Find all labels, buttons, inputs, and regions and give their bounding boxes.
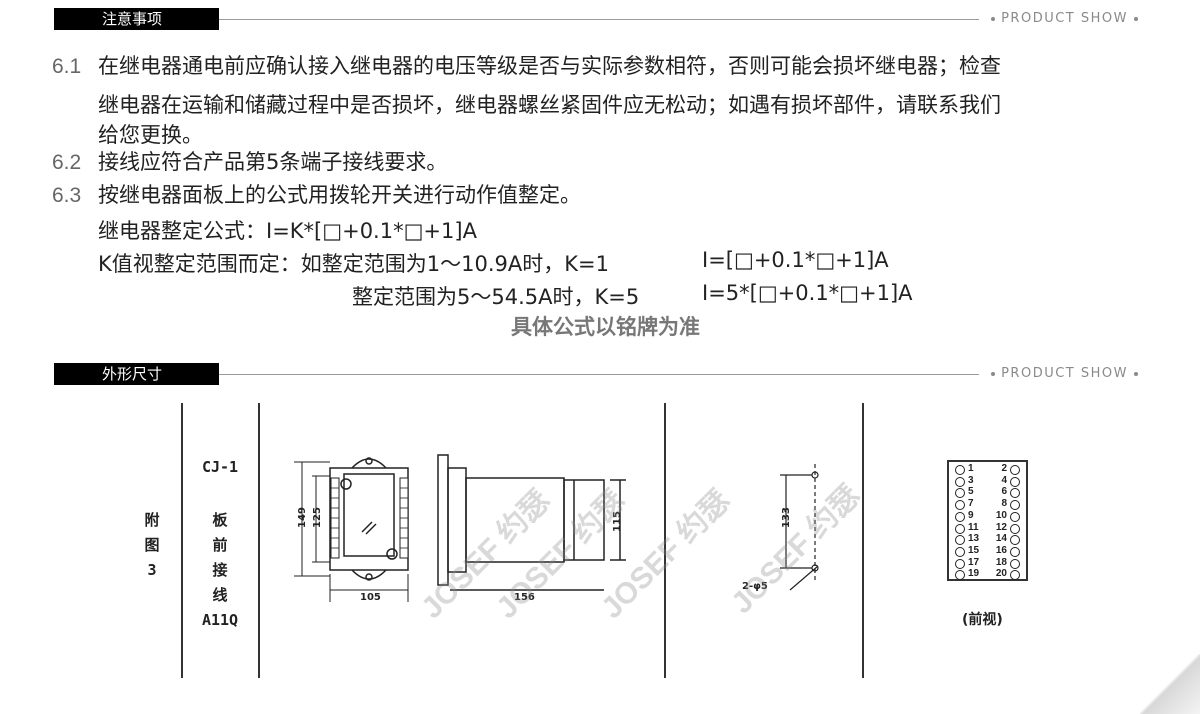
terminal-number: 1 (968, 463, 974, 474)
note-number: 6.2 (52, 151, 82, 174)
dim-height-inner: 125 (311, 507, 323, 528)
terminal-number: 19 (968, 568, 980, 580)
terminal-number: 6 (1001, 486, 1007, 498)
terminal-icon (955, 511, 965, 522)
terminal-icon (955, 476, 965, 487)
terminal-icon (1010, 523, 1020, 534)
panel-bottom-ear (351, 569, 387, 580)
terminal-row: 11 12 (949, 521, 1026, 535)
dot-icon (991, 16, 996, 21)
dim-depth: 156 (514, 592, 535, 603)
side-terminal-block (563, 479, 605, 561)
terminal-icon (1010, 500, 1020, 511)
terminal-number: 20 (995, 568, 1007, 580)
terminal-number: 5 (968, 486, 974, 498)
terminal-number: 8 (1001, 498, 1007, 510)
formula-line3b: I=5*[□+0.1*□+1]A (702, 281, 913, 305)
terminal-icon (1010, 535, 1020, 546)
note-number: 6.1 (52, 55, 82, 78)
terminal-row: 13 14 (949, 533, 1026, 546)
terminal-number: 13 (968, 533, 980, 545)
section-divider (219, 374, 1144, 375)
dot-icon (1134, 371, 1138, 376)
terminal-number: 17 (968, 556, 980, 568)
dim-hole-size: 2-φ5 (742, 581, 768, 592)
terminal-icon (1010, 476, 1020, 487)
terminal-icon (1010, 488, 1020, 499)
terminal-number: 7 (968, 498, 974, 510)
terminal-icon (955, 465, 965, 475)
dim-width: 105 (360, 592, 381, 603)
terminal-number: 9 (968, 509, 974, 521)
terminal-number: 4 (1001, 474, 1007, 486)
terminal-icon (955, 535, 965, 546)
terminal-number: 11 (968, 521, 979, 533)
mounting-hole-drawing (780, 464, 819, 591)
terminal-number: 15 (968, 544, 980, 556)
note-6-1-line3: 给您更换。 (98, 123, 203, 147)
note-number: 6.3 (52, 184, 82, 207)
relay-outline-drawing (294, 454, 626, 602)
column-divider (181, 403, 183, 678)
terminal-number: 2 (1001, 463, 1007, 474)
formula-line2b: I=[□+0.1*□+1]A (702, 248, 889, 272)
column-divider (664, 403, 666, 678)
panel-window (343, 473, 395, 557)
section-tag: PRODUCT SHOW (979, 366, 1144, 381)
terminal-icon (955, 570, 965, 581)
terminal-number: 16 (995, 544, 1007, 556)
terminal-number: 3 (968, 474, 974, 486)
model-label: CJ-1 (201, 458, 239, 476)
terminal-number: 18 (995, 556, 1007, 568)
terminal-icon (1010, 511, 1020, 522)
dim-height-outer: 149 (296, 507, 308, 528)
terminal-columns (330, 477, 409, 559)
terminal-icon (955, 488, 965, 499)
dot-icon (1134, 16, 1138, 21)
fig-label: 附 图 3 (144, 511, 160, 579)
formula-line2a: K值视整定范围而定：如整定范围为1～10.9A时，K=1 (98, 252, 609, 276)
terminal-icon (955, 500, 965, 511)
formula-line1: 继电器整定公式：I=K*[□+0.1*□+1]A (98, 219, 477, 243)
terminal-icon (1010, 465, 1020, 475)
panel-top-ear (351, 458, 387, 469)
front-view-label: (前视) (962, 612, 1003, 628)
column-divider (258, 403, 260, 678)
terminal-icon (1010, 570, 1020, 581)
terminal-number: 14 (995, 533, 1007, 545)
terminal-icon (955, 523, 965, 534)
section-tab-dimensions: 外形尺寸 (54, 363, 219, 385)
terminal-number: 12 (995, 521, 1007, 533)
section-divider (219, 19, 1144, 20)
terminal-icon (1010, 558, 1020, 569)
note-6-1-line2: 继电器在运输和储藏过程中是否损坏，继电器螺丝紧固件应无松动；如遇有损坏部件，请联… (98, 93, 1001, 117)
terminal-icon (955, 546, 965, 557)
terminal-row: 9 10 (949, 509, 1026, 523)
page-curl (1140, 654, 1200, 714)
section-tab-notes: 注意事项 (54, 8, 219, 30)
formula-line3a: 整定范围为5～54.5A时，K=5 (352, 285, 640, 309)
formula-note: 具体公式以铭牌为准 (511, 315, 700, 339)
section-tag: PRODUCT SHOW (979, 11, 1144, 26)
wiring-desc: 板 前 接 线 A11Q (201, 511, 239, 629)
dot-icon (991, 371, 996, 376)
terminal-icon (955, 558, 965, 569)
terminal-icon (1010, 546, 1020, 557)
column-divider (862, 403, 864, 678)
terminal-number: 10 (995, 509, 1007, 521)
